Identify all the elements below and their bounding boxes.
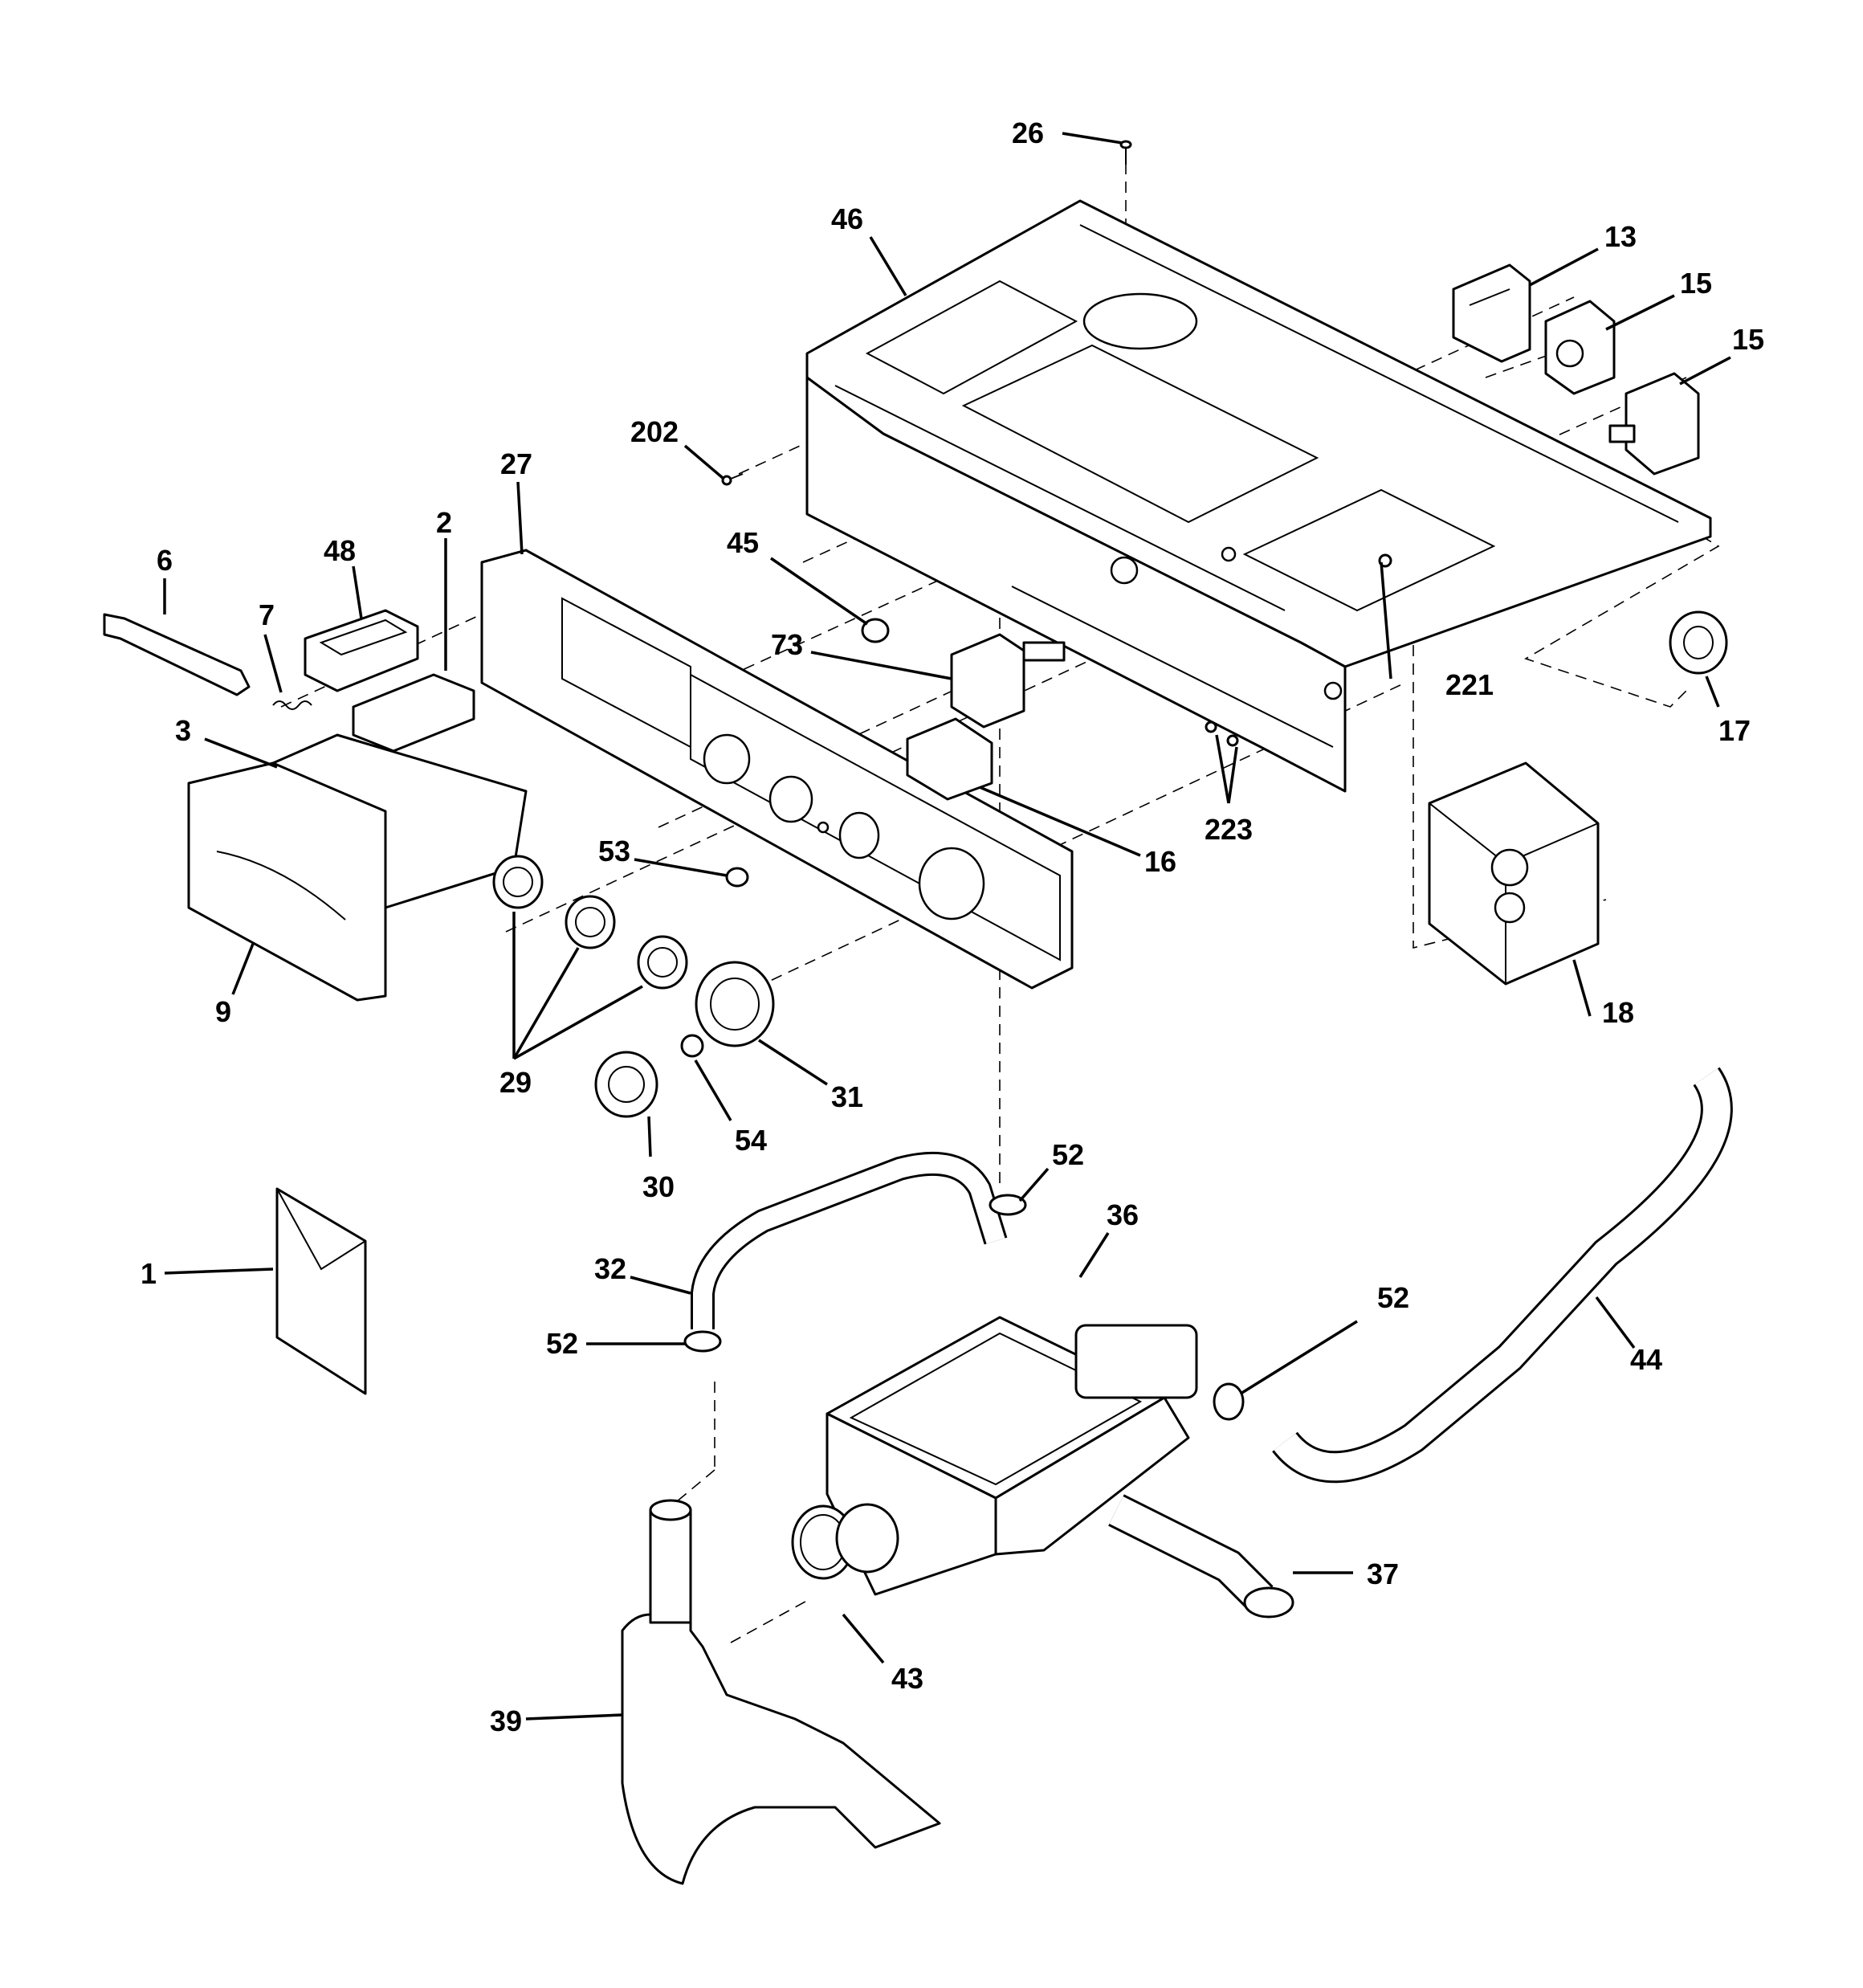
control-panel-frame [805, 199, 1712, 793]
fill-hose-32 [691, 1151, 1008, 1329]
callout-37: 37 [1367, 1557, 1399, 1590]
callout-labels: 1 2 3 6 7 9 13 15 15 16 17 18 26 27 29 3… [141, 116, 1764, 1737]
callout-52a: 52 [1052, 1138, 1084, 1171]
callout-43: 43 [891, 1662, 923, 1695]
dispenser-bar-6 [103, 613, 251, 696]
callout-3: 3 [175, 714, 191, 747]
timer-board-18 [1428, 761, 1600, 986]
callout-6: 6 [157, 544, 173, 577]
callout-26: 26 [1012, 116, 1044, 149]
clamp-52a [989, 1194, 1027, 1216]
drawer-front-9 [187, 761, 387, 1002]
callout-17: 17 [1718, 714, 1751, 747]
screw-26 [1119, 140, 1132, 165]
selector-switch-15b [1608, 372, 1700, 476]
clamp-52c [1213, 1382, 1245, 1421]
callout-29: 29 [499, 1066, 532, 1099]
softener-cup-48 [304, 609, 419, 692]
callout-52b: 52 [546, 1327, 578, 1360]
relay-16 [906, 717, 993, 801]
knob-29a [492, 855, 544, 909]
washer-54 [680, 1034, 704, 1058]
pressure-switch-17 [1669, 610, 1728, 675]
screw-223 [1205, 720, 1239, 747]
callout-48: 48 [324, 534, 356, 567]
callout-9: 9 [215, 995, 231, 1028]
outlet-ring [835, 1503, 899, 1574]
clamp-52b [683, 1330, 722, 1353]
knob-29b [565, 895, 616, 949]
knob-31 [695, 961, 775, 1047]
callout-15b: 15 [1732, 323, 1764, 356]
console-panel-27 [480, 549, 1074, 990]
lid-switch-13 [1452, 263, 1531, 363]
owners-manual-1 [275, 1187, 367, 1395]
relay-73 [950, 633, 1066, 729]
callout-7: 7 [259, 598, 275, 631]
bleach-cup-2 [352, 673, 475, 753]
callout-46: 46 [831, 202, 863, 235]
callout-52c: 52 [1377, 1281, 1409, 1314]
callout-2: 2 [436, 506, 452, 539]
callout-223: 223 [1205, 813, 1253, 846]
siphon-39 [621, 1499, 941, 1885]
knob-30 [594, 1051, 658, 1118]
drain-hose-44 [1272, 1067, 1733, 1484]
callout-221: 221 [1445, 668, 1494, 701]
callout-53: 53 [598, 835, 630, 867]
button-53 [725, 867, 749, 888]
callout-15a: 15 [1680, 267, 1712, 300]
callout-39: 39 [490, 1704, 522, 1737]
callout-18: 18 [1602, 996, 1634, 1029]
callout-44: 44 [1630, 1343, 1662, 1376]
callout-30: 30 [642, 1170, 675, 1203]
callout-31: 31 [831, 1080, 863, 1113]
callout-32: 32 [594, 1252, 626, 1285]
callout-leaders [163, 132, 1731, 1721]
grommet-45 [861, 618, 890, 643]
callout-202: 202 [630, 415, 679, 448]
bellows-hose-37 [1108, 1494, 1294, 1619]
knob-29c [637, 935, 688, 990]
callout-13: 13 [1604, 220, 1637, 253]
callout-45: 45 [727, 526, 759, 559]
spring-7 [272, 700, 312, 710]
callout-36: 36 [1107, 1198, 1139, 1231]
callout-1: 1 [141, 1257, 157, 1290]
callout-16: 16 [1144, 845, 1176, 878]
screw-202 [721, 473, 744, 486]
callout-27: 27 [500, 447, 532, 480]
callout-73: 73 [771, 628, 803, 661]
callout-54: 54 [735, 1124, 767, 1157]
selector-switch-15a [1544, 300, 1616, 395]
